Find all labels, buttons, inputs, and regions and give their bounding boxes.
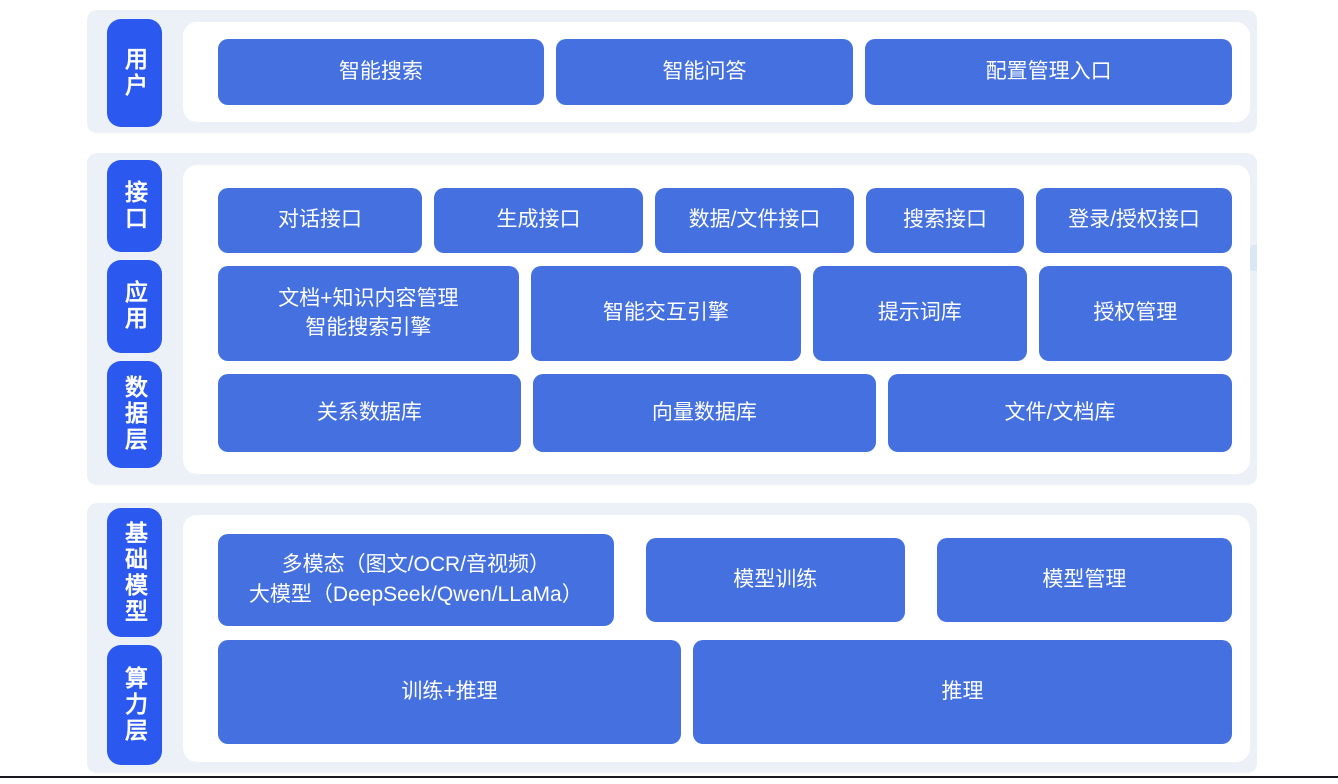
node-vector-db: 向量数据库: [532, 373, 876, 452]
node-label: 数据/文件接口: [688, 208, 821, 232]
layer-band-bottom: 基础模型 算力层 多模态（图文/OCR/音视频） 大模型（DeepSeek/Qw…: [87, 503, 1257, 773]
node-login-auth-api: 登录/授权接口: [1036, 187, 1232, 253]
layer-label-compute: 算力层: [107, 645, 162, 765]
node-label-line1: 文档+知识内容管理: [278, 286, 459, 310]
node-file-doc-store: 文件/文档库: [887, 373, 1232, 452]
node-label: 训练+推理: [401, 679, 498, 703]
node-label-line1: 多模态（图文/OCR/音视频）: [281, 553, 550, 577]
layer-labels-user: 用户: [107, 10, 162, 133]
node-label-line2: 大模型（DeepSeek/Qwen/LLaMa）: [248, 582, 583, 606]
node-label: 模型管理: [1042, 567, 1127, 591]
node-label: 提示词库: [877, 301, 962, 325]
node-label: 向量数据库: [651, 400, 757, 424]
node-label: 智能搜索: [338, 60, 423, 84]
node-training-inference: 训练+推理: [218, 639, 681, 744]
row-compute: 训练+推理 推理: [218, 639, 1232, 744]
node-label: 对话接口: [278, 208, 362, 232]
node-label: 授权管理: [1093, 301, 1178, 325]
node-doc-knowledge-search-engine: 文档+知识内容管理 智能搜索引擎: [218, 265, 519, 361]
row-applications: 文档+知识内容管理 智能搜索引擎 智能交互引擎 提示词库 授权管理: [218, 265, 1232, 361]
node-model-training: 模型训练: [645, 537, 905, 622]
node-data-file-api: 数据/文件接口: [655, 187, 854, 253]
layer-labels-middle: 接口 应用 数据层: [107, 153, 162, 485]
node-label: 登录/授权接口: [1068, 208, 1200, 232]
node-label: 推理: [941, 679, 984, 703]
node-label: 模型训练: [733, 567, 818, 591]
bottom-divider-line: [0, 776, 1338, 778]
row-foundation-models: 多模态（图文/OCR/音视频） 大模型（DeepSeek/Qwen/LLaMa）…: [218, 533, 1233, 626]
panel-middle: 对话接口 生成接口 数据/文件接口 搜索接口 登录/授权接口 文档+知识内容管理: [183, 165, 1250, 474]
row-user-entries: 智能搜索 智能问答 配置管理入口: [218, 39, 1232, 105]
node-label: 搜索接口: [903, 208, 987, 232]
layer-label-user: 用户: [107, 19, 162, 127]
layer-label-foundation-model: 基础模型: [107, 508, 162, 638]
node-label: 智能交互引擎: [602, 301, 729, 325]
layer-label-application: 应用: [107, 259, 162, 353]
node-prompt-library: 提示词库: [813, 265, 1027, 361]
node-search-api: 搜索接口: [866, 187, 1024, 253]
node-label: 关系数据库: [316, 400, 422, 424]
node-smart-search: 智能搜索: [218, 39, 544, 105]
layer-band-user: 用户 智能搜索 智能问答 配置管理入口: [87, 10, 1257, 133]
node-interactive-engine: 智能交互引擎: [530, 265, 801, 361]
node-label: 生成接口: [496, 208, 581, 232]
node-label: 配置管理入口: [985, 60, 1112, 84]
node-label: 文件/文档库: [1004, 400, 1116, 424]
node-label: 智能问答: [662, 60, 747, 84]
panel-bottom: 多模态（图文/OCR/音视频） 大模型（DeepSeek/Qwen/LLaMa）…: [183, 515, 1250, 762]
node-generation-api: 生成接口: [434, 187, 643, 253]
node-dialog-api: 对话接口: [218, 187, 422, 253]
row-interfaces: 对话接口 生成接口 数据/文件接口 搜索接口 登录/授权接口: [218, 187, 1232, 253]
row-data-stores: 关系数据库 向量数据库 文件/文档库: [218, 373, 1232, 452]
node-inference: 推理: [692, 639, 1232, 744]
node-model-management: 模型管理: [936, 537, 1233, 622]
layer-label-interface: 接口: [107, 160, 162, 252]
node-config-management-entry: 配置管理入口: [865, 39, 1232, 105]
node-label-line2: 智能搜索引擎: [305, 316, 432, 339]
node-relational-db: 关系数据库: [218, 373, 521, 452]
node-smart-qa: 智能问答: [555, 39, 854, 105]
node-authorization-management: 授权管理: [1038, 265, 1232, 361]
layer-labels-bottom: 基础模型 算力层: [107, 503, 162, 773]
panel-user: 智能搜索 智能问答 配置管理入口: [183, 22, 1250, 122]
layer-label-data: 数据层: [107, 360, 162, 468]
right-edge-notch: [1250, 245, 1257, 271]
node-multimodal-llm: 多模态（图文/OCR/音视频） 大模型（DeepSeek/Qwen/LLaMa）: [218, 533, 614, 626]
layer-band-middle: 接口 应用 数据层 对话接口 生成接口 数据/文件接口 搜索接口 登录/授权接口: [87, 153, 1257, 485]
